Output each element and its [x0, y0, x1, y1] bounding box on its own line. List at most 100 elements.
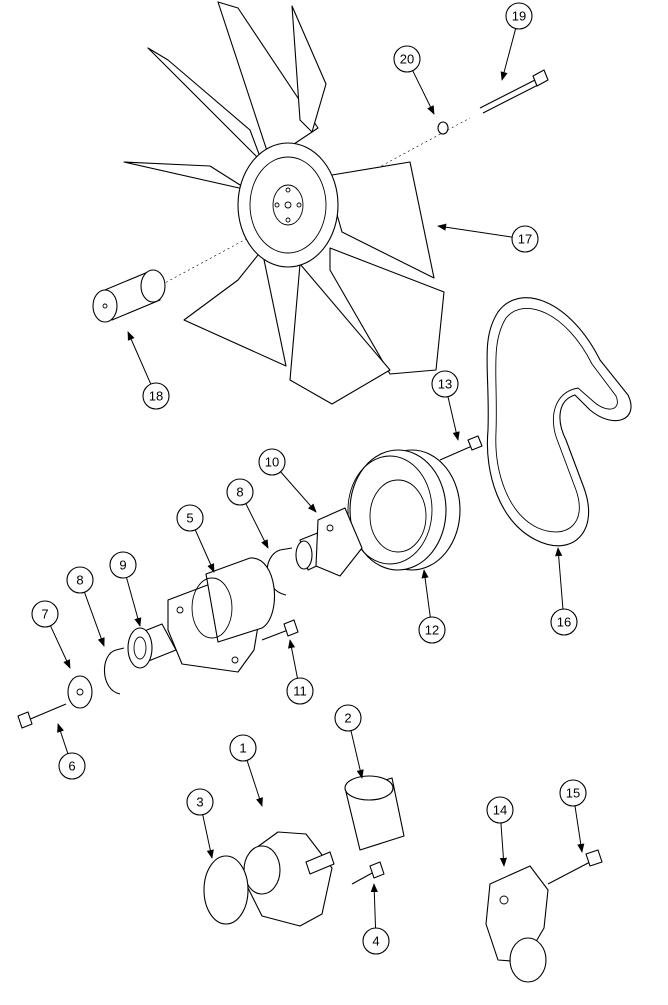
bolt-head	[369, 861, 385, 879]
callout-leader	[412, 70, 435, 115]
callout-number: 13	[438, 377, 452, 392]
pump-pulley	[344, 775, 405, 851]
belt-tensioner	[485, 865, 549, 983]
pump-impeller	[243, 845, 281, 895]
fan-blade	[123, 161, 249, 191]
fan-bolt-hole	[274, 202, 280, 208]
callout: 3	[186, 788, 214, 859]
housing-bore	[191, 577, 233, 639]
bolt-shank	[482, 84, 539, 114]
tensioner-pulley	[509, 937, 547, 983]
pulley-front	[349, 449, 447, 571]
bolt-head	[17, 711, 33, 729]
callout: 11	[286, 639, 314, 705]
bearing-bore	[133, 636, 147, 660]
bolt-shank	[439, 445, 473, 461]
callout-number: 7	[41, 607, 48, 622]
washer-hole	[76, 688, 84, 696]
callout-circle	[286, 677, 314, 705]
callout: 15	[559, 779, 587, 853]
callout: 2	[334, 704, 364, 779]
fan-hub	[237, 142, 339, 268]
callout-number: 10	[265, 455, 279, 470]
callout-leader	[57, 723, 69, 754]
callout: 12	[418, 569, 446, 644]
water-pump	[243, 831, 335, 927]
washer	[437, 121, 449, 135]
fan-blade	[329, 247, 445, 375]
callout-circle	[58, 752, 86, 780]
spacer-hole	[102, 303, 108, 309]
callout-circle	[486, 796, 514, 824]
fan	[123, 1, 445, 405]
bolt-shank	[261, 629, 289, 641]
housing-body	[205, 557, 275, 643]
housing-bolt	[261, 619, 299, 641]
bolt-shank	[351, 871, 375, 885]
callout: 6	[57, 723, 86, 780]
fan-hub-shaft	[295, 507, 363, 577]
bolt-head	[283, 619, 299, 637]
callout-number: 20	[400, 52, 414, 67]
callout: 8	[226, 478, 269, 549]
bolt-shank	[479, 79, 536, 109]
fan-spacer	[92, 269, 166, 323]
fan-blade	[183, 249, 287, 367]
callout-leader	[421, 569, 431, 618]
hub-flange	[315, 507, 363, 577]
tensioner-bolt	[547, 849, 603, 885]
fan-bolt	[479, 69, 549, 114]
pump-bolt	[351, 861, 385, 885]
callout-circle	[176, 504, 204, 532]
bolt-shank	[547, 861, 591, 885]
callout-circle	[418, 616, 446, 644]
callout-leader	[194, 529, 215, 573]
callout-leader	[500, 28, 517, 81]
bolt-head	[532, 69, 549, 87]
fan-blade	[217, 1, 319, 161]
hub-shaft-end	[295, 540, 313, 570]
callout: 10	[258, 448, 317, 513]
fan-bolt-hole	[284, 201, 292, 209]
fan-bolt-hole	[285, 187, 291, 193]
callout-leader	[202, 814, 214, 859]
callout-leader	[246, 760, 263, 807]
bearing-housing	[167, 557, 275, 673]
fan-blade	[289, 263, 391, 405]
tensioner-pivot	[499, 895, 509, 905]
callout: 14	[486, 796, 514, 867]
callout-number: 1	[239, 741, 246, 756]
fan-hub-ring	[249, 156, 327, 254]
callout-leader	[555, 547, 564, 610]
fan-blade	[147, 47, 263, 163]
callout-number: 8	[236, 485, 243, 500]
callout: 16	[550, 547, 578, 636]
callout-circle	[505, 2, 533, 30]
callout: 8	[66, 566, 105, 647]
callout-leader	[83, 592, 105, 647]
callout-circle	[393, 45, 421, 73]
callout-circle	[258, 448, 286, 476]
callout-number: 15	[566, 786, 580, 801]
callout-number: 18	[149, 389, 163, 404]
fan-bolt-hole	[296, 202, 302, 208]
callout-leader	[499, 822, 508, 867]
callout-circle	[550, 608, 578, 636]
belt-inner	[495, 308, 618, 533]
callout-circle	[226, 478, 254, 506]
callout-leader	[447, 396, 460, 441]
bolt-head	[585, 849, 603, 867]
snap-ring	[103, 647, 125, 695]
callout: 5	[176, 504, 215, 573]
callout-leader	[50, 625, 71, 669]
callout: 7	[31, 600, 71, 669]
hub-hole	[326, 524, 334, 532]
pump-shaft	[305, 851, 335, 875]
housing-hole	[231, 656, 239, 664]
callout: 19	[500, 2, 533, 81]
callout: 4	[362, 883, 390, 955]
belt-outer	[486, 297, 632, 547]
callout: 18	[127, 331, 170, 410]
